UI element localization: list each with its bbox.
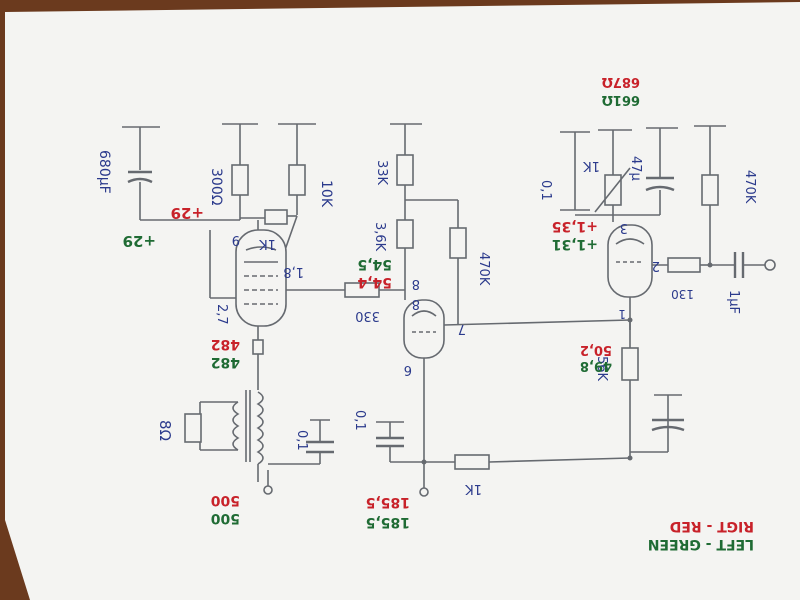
v-482-green-label: 482 [211, 354, 240, 370]
v-1855-red-label: 185,5 [366, 494, 410, 510]
legend-right-red: RIGT - RED [670, 518, 754, 534]
r-300-label: 300Ω [208, 168, 224, 206]
pin-6-label: 6 [404, 362, 412, 377]
r-56k-label: 56K [594, 356, 609, 382]
r-10k-label: 10K [318, 180, 334, 208]
component-labels: 680µF 300Ω 10K 1K 9 1,8 2,7 8Ω 0,1 33K 3… [96, 150, 757, 496]
pin-7-label: 7 [458, 321, 466, 336]
r-470k-right-label: 470K [742, 170, 757, 204]
pin-2-label: 2 [652, 258, 660, 273]
cap-01-left-label: 0,1 [294, 430, 309, 451]
v-687-label: 687Ω [602, 74, 640, 89]
legend-left-green: LEFT - GREEN [648, 536, 754, 552]
pin-8-right-label: 8 [412, 296, 420, 311]
v-543-red-label: 54,4 [357, 274, 392, 290]
r-1k-top-label: 1K [259, 236, 276, 251]
r-130-label: 130 [671, 287, 694, 301]
v-661-label: 661Ω [602, 92, 640, 107]
r-1k-bottom-label: 1K [465, 481, 482, 496]
r-8ohm-label: 8Ω [156, 420, 174, 441]
v-500-green-label: 500 [211, 510, 240, 526]
v-131-green-label: +1,31 [552, 236, 598, 252]
v-502-label: 50,2 [580, 342, 612, 357]
left-wiring [127, 124, 345, 390]
pin-9-label: 9 [232, 232, 240, 247]
power-tube [235, 229, 287, 327]
pin-3-label: 3 [620, 220, 628, 235]
v-500-red-label: 500 [211, 492, 240, 508]
r-470k-mid-label: 470K [476, 252, 491, 286]
cap-680-label: 680µF [96, 150, 112, 194]
pin-8-left-label: 8 [412, 276, 420, 291]
cap-47-label: 47µ [628, 156, 643, 181]
cap-01-mid-label: 0,1 [352, 410, 367, 431]
pin-1-label: 1 [618, 307, 626, 321]
tube1-27-label: 2,7 [214, 304, 229, 325]
cap-01-right-label: 0,1 [538, 180, 553, 201]
channel-legend: RIGT - RED LEFT - GREEN [648, 518, 754, 552]
output-transformer [184, 390, 334, 495]
v-545-green-label: 54,5 [357, 256, 392, 272]
v-1855-green-label: 185,5 [366, 514, 410, 530]
v-135-red-label: +1,35 [552, 218, 598, 234]
middle-wiring [344, 124, 631, 497]
v-red-29-label: +29 [171, 204, 204, 222]
r-33k-label: 33K [374, 160, 389, 186]
r-36k-label: 3,6K [372, 222, 387, 252]
v-498-label: 49,8 [580, 358, 612, 373]
pin-1-8-label: 1,8 [283, 264, 304, 279]
v-482-red-label: 482 [211, 336, 240, 352]
right-wiring [560, 126, 776, 461]
v-green-29-label: +29 [123, 232, 156, 250]
r-330-label: 330 [355, 308, 380, 323]
pot-1k-label: 1K [583, 158, 600, 173]
cap-1u-label: 1µF [726, 290, 741, 314]
voltage-readings: +29 +29 482 482 500 500 54,5 54,4 8 185,… [123, 74, 640, 530]
